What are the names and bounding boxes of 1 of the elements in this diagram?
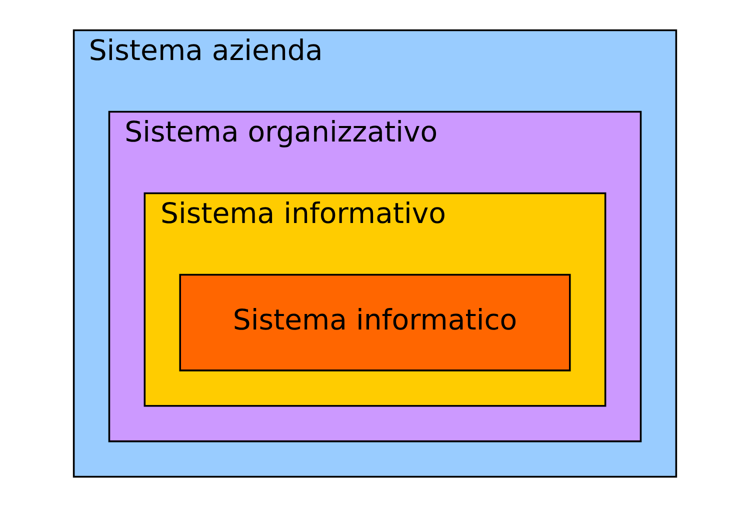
- node-box: Sistema informatico: [178, 273, 570, 371]
